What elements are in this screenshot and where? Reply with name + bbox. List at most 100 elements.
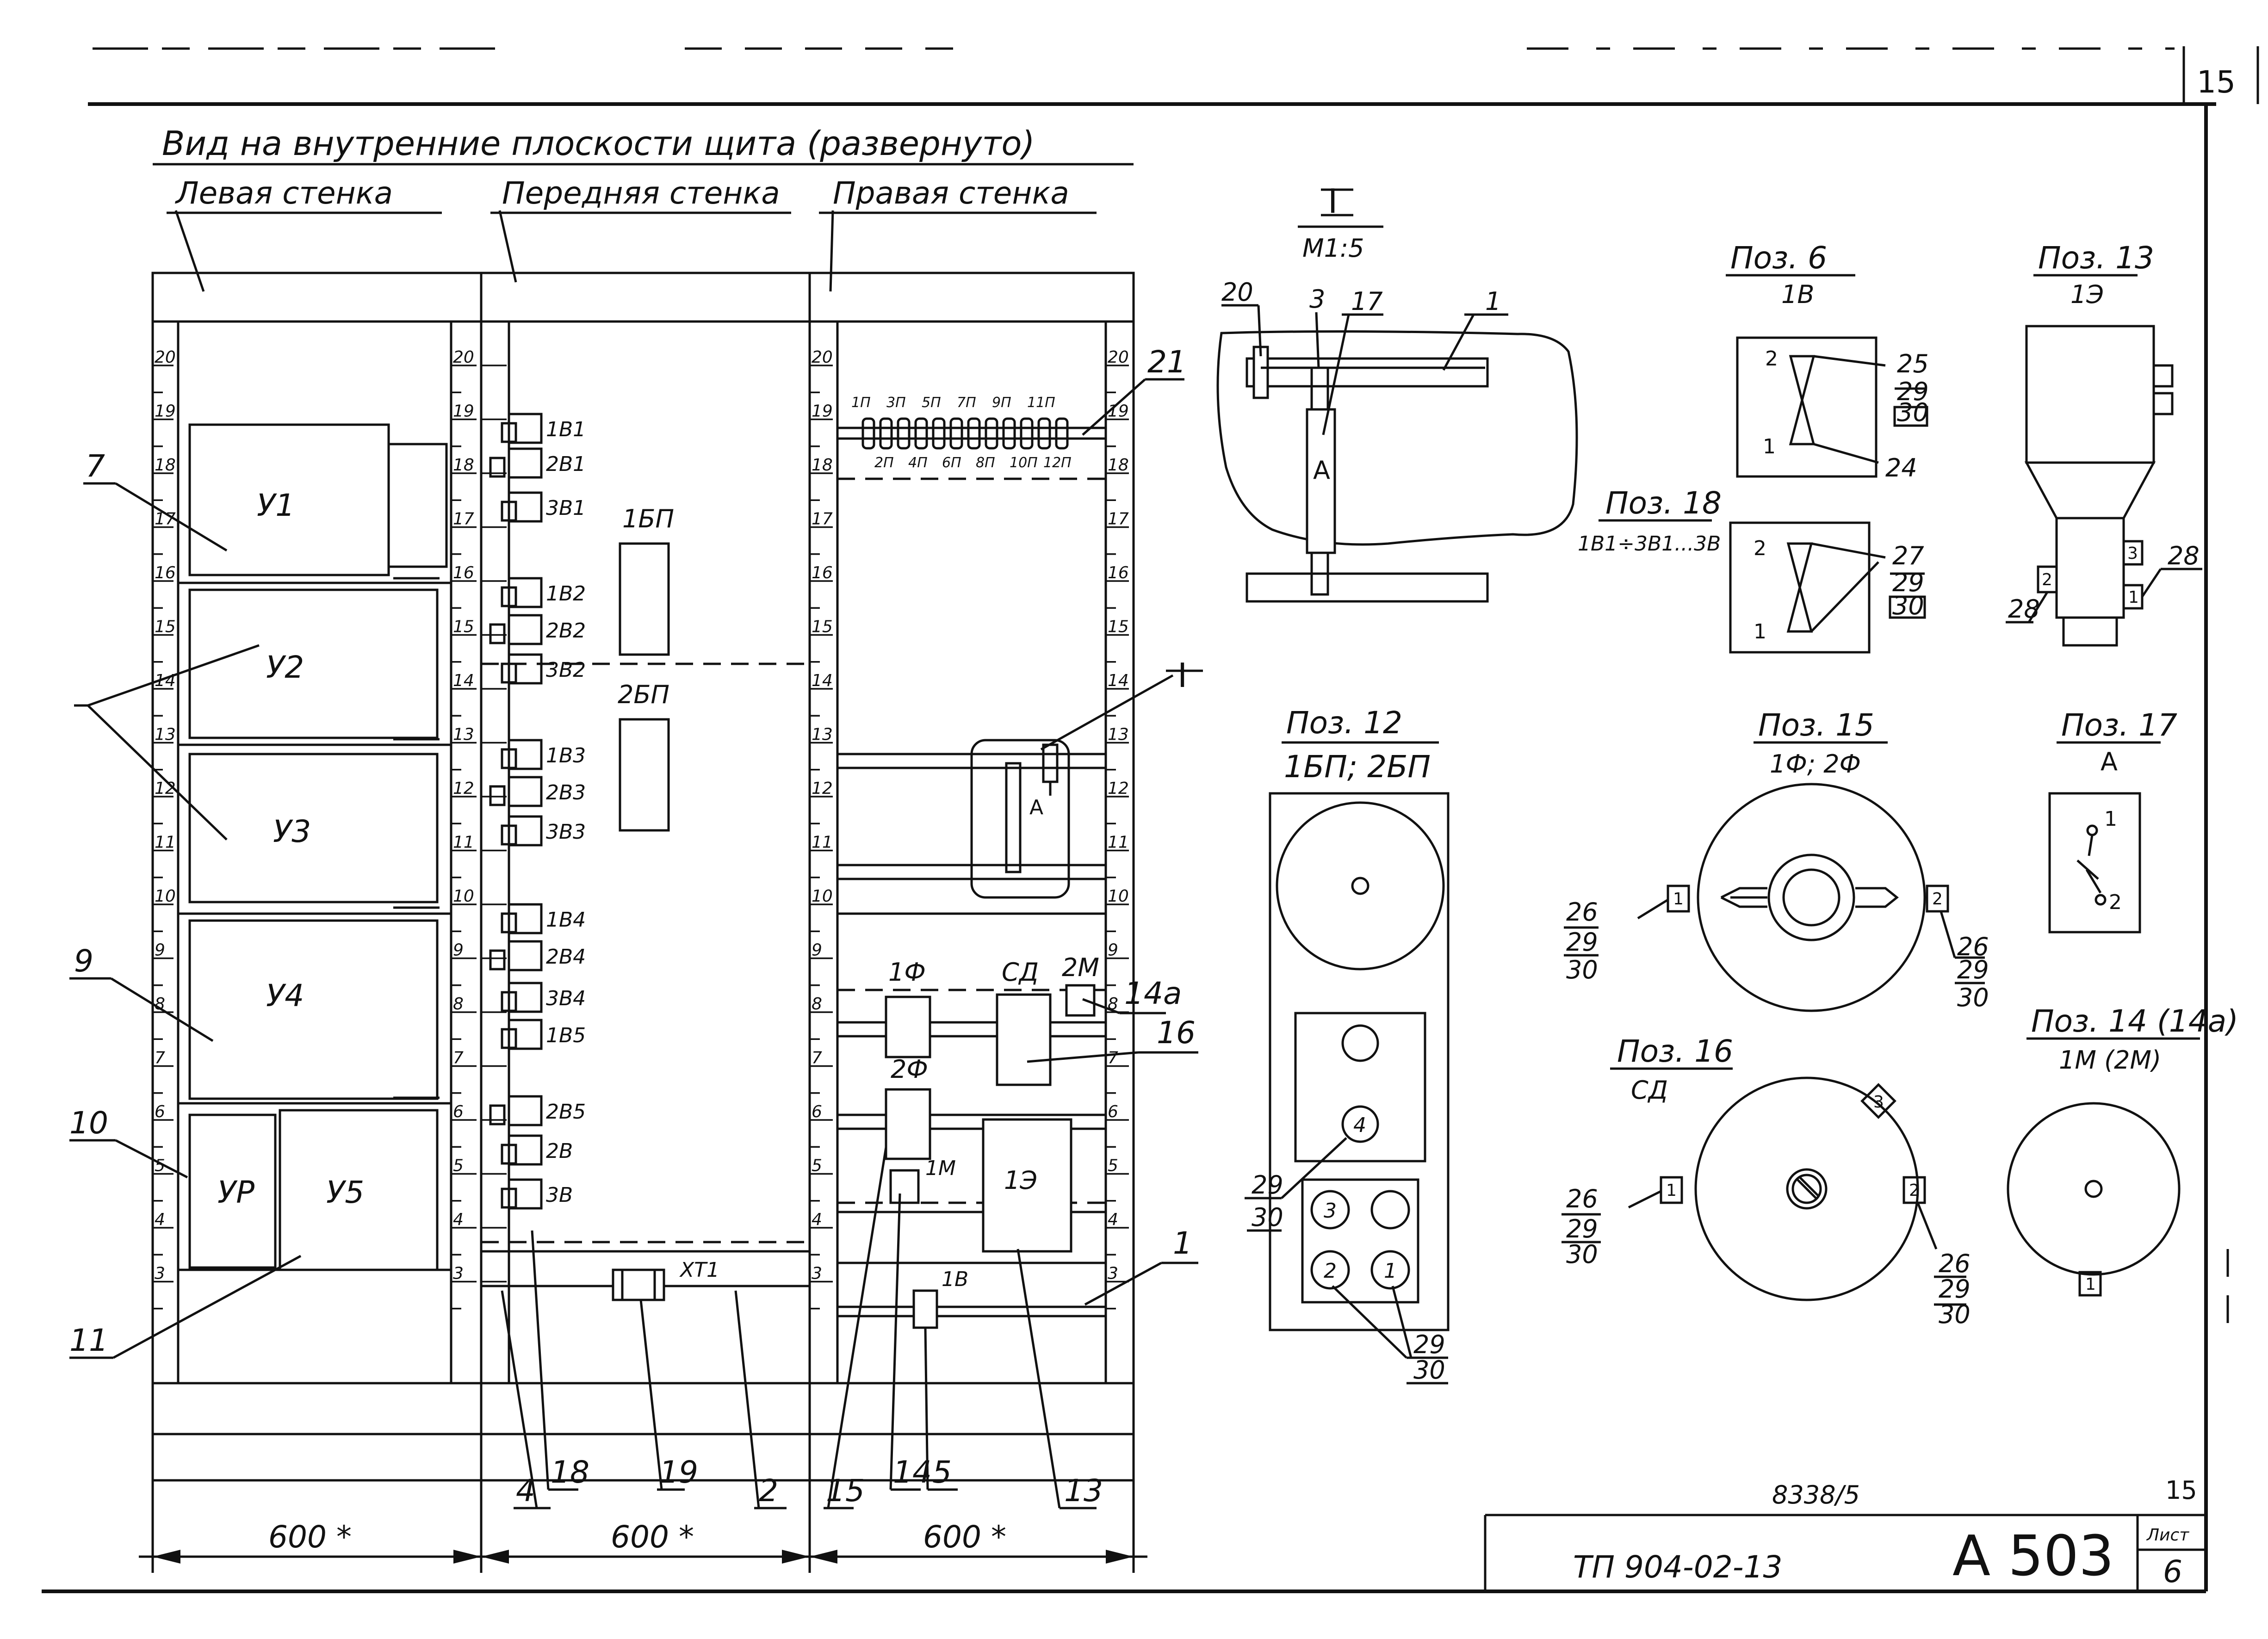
pos13-title: Поз. 13 (2038, 240, 2154, 276)
pos17-pin-1: 1 (2104, 807, 2117, 831)
rail-scale-number: 17 (812, 510, 833, 529)
leader-2: 2 (759, 1473, 778, 1509)
rail-scale-number: 19 (812, 402, 833, 421)
unit-y1-label: У1 (257, 488, 295, 523)
leader-16: 16 (1157, 1015, 1196, 1051)
pos15-ref-26a: 26 (1566, 897, 1598, 927)
leader-1: 1 (1173, 1225, 1192, 1261)
rail-scale-number: 12 (1108, 779, 1129, 798)
main-title: Вид на внутренние плоскости щита (развер… (162, 124, 1035, 163)
pos6-ref-25: 25 (1897, 349, 1929, 378)
terminal-block-label: ХТ1 (679, 1258, 719, 1282)
pos15-ref-29b: 29 (1957, 955, 1989, 984)
pos13-pin-3: 3 (2127, 544, 2138, 563)
front-relay-label: 3В (546, 1183, 573, 1207)
rail-scale-number: 20 (812, 348, 833, 367)
rail-scale-number: 10 (155, 887, 176, 906)
pos12-ref-29b: 29 (1413, 1330, 1445, 1359)
clamp-bottom-label: 8П (976, 455, 995, 471)
pos16-ref-29b: 29 (1939, 1274, 1971, 1304)
rail-scale-number: 6 (155, 1102, 165, 1121)
leader-9: 9 (74, 943, 93, 979)
front-relay-label: 2В5 (546, 1100, 586, 1124)
clamp-bottom-label: 4П (908, 455, 928, 471)
dim-right: 600 * (923, 1519, 1006, 1555)
pos6-sub: 1В (1781, 280, 1814, 309)
pos16-title: Поз. 16 (1617, 1033, 1733, 1069)
title-album: А 503 (1952, 1524, 2114, 1589)
pos18-title: Поз. 18 (1605, 485, 1722, 521)
rail-scale-number: 7 (812, 1049, 822, 1068)
rail-scale-number: 11 (1108, 833, 1129, 852)
leader-4: 4 (516, 1473, 535, 1509)
wall-right-title: Правая стенка (833, 175, 1069, 211)
rail-scale-number: 18 (812, 456, 833, 475)
rail-scale-number: 15 (1108, 618, 1129, 637)
pos15-title: Поз. 15 (1758, 707, 1874, 743)
rail-scale-number: 18 (453, 456, 474, 475)
pos18-pin-2: 2 (1754, 537, 1766, 560)
front-relay-label: 3В2 (546, 658, 586, 682)
rail-scale-number: 9 (453, 941, 464, 960)
unit-y3-label: У3 (273, 814, 311, 849)
rail-scale-number: 14 (1108, 671, 1129, 690)
pos17-drawing (2048, 792, 2141, 934)
pos6-pin-1: 1 (1763, 435, 1776, 458)
rail-scale-number: 16 (812, 563, 833, 582)
detail-i-title: I (1328, 182, 1338, 221)
rail-scale-number: 6 (812, 1102, 822, 1121)
front-relay-label: 2В3 (546, 781, 586, 804)
pos12-title: Поз. 12 (1286, 705, 1402, 741)
front-relay-label: 1В3 (546, 744, 586, 767)
bottom-leaders (501, 1147, 1097, 1509)
rail-scale-number: 14 (812, 671, 833, 690)
rail-scale-number: 19 (1108, 402, 1129, 421)
rail-scale-number: 16 (1108, 563, 1129, 582)
pos15-ref-30b: 30 (1957, 983, 1989, 1012)
title-code: ТП 904-02-13 (1573, 1549, 1783, 1585)
leader-15: 15 (826, 1473, 865, 1509)
leader-13: 13 (1064, 1473, 1103, 1509)
rail-scale-number: 4 (453, 1210, 464, 1229)
pos18-sub: 1В1÷3В1...3В (1578, 532, 1721, 556)
rail-scales: 2019181716151413121110987654320191817161… (153, 348, 1129, 1310)
rail-scale-number: 8 (453, 995, 464, 1014)
leader-10: 10 (69, 1105, 108, 1141)
unit-y5-label: У5 (326, 1175, 364, 1210)
cabinet-drawing (151, 272, 1135, 1482)
device-sd-label: СД (1002, 958, 1039, 987)
pos16-ref-29a: 29 (1566, 1214, 1598, 1243)
device-2m-label: 2М (1062, 953, 1099, 982)
leader-18: 18 (551, 1454, 589, 1490)
pos17-sub: А (2101, 747, 2118, 776)
leader-21: 21 (1147, 344, 1186, 380)
pos6-drawing (1736, 336, 1928, 478)
clamp-bottom-label: 12П (1043, 455, 1072, 471)
pos12-sub: 1БП; 2БП (1284, 749, 1431, 785)
rail-scale-number: 16 (155, 563, 176, 582)
clamp-top-label: 1П (851, 395, 871, 411)
leader-19: 19 (659, 1454, 698, 1490)
pos13-pin-2: 2 (2042, 570, 2052, 589)
pos6-ref-29: 29 (1897, 377, 1929, 406)
pos6-ref-30: 30 (1897, 398, 1929, 427)
detail-i-scale: М1:5 (1302, 234, 1364, 263)
pos12-circle-1: 1 (1384, 1259, 1397, 1283)
fuse-2bp-label: 2БП (618, 680, 669, 709)
front-relay-label: 2В1 (546, 452, 586, 476)
pos13-ref-28b: 28 (2008, 594, 2040, 624)
rail-scale-number: 14 (453, 671, 474, 690)
pos18-drawing (1729, 521, 1926, 654)
pos14-drawing (2007, 1102, 2181, 1297)
clamp-bottom-label: 6П (942, 455, 961, 471)
detail-i-device: А (1313, 456, 1330, 485)
rail-scale-number: 10 (453, 887, 474, 906)
pos18-ref-30: 30 (1892, 591, 1924, 620)
pos6-pin-2: 2 (1765, 347, 1778, 371)
pos16-pin-1: 1 (1666, 1181, 1677, 1200)
front-relay-label: 2В2 (546, 619, 586, 643)
right-section-mark: I (1177, 656, 1187, 695)
sheet-frame (42, 46, 2259, 1593)
fuse-1bp-label: 1БП (622, 504, 674, 533)
